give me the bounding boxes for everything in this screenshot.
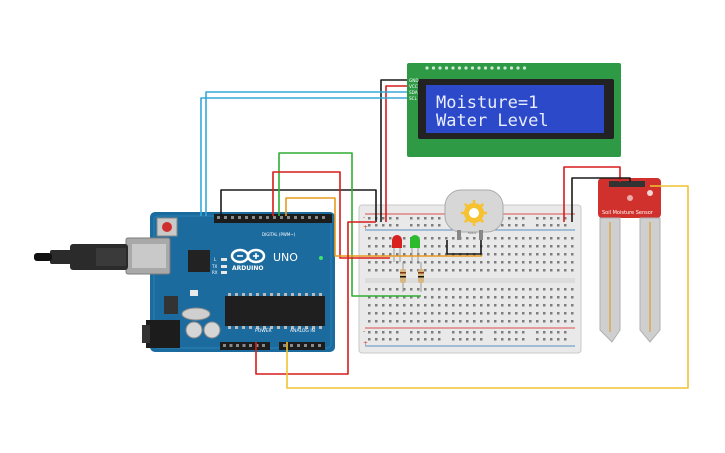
sensor-label: Soil Moisture Sensor [602, 210, 654, 216]
lcd-pin-vcc: VCC [409, 84, 418, 89]
lcd-screen [426, 85, 604, 133]
svg-text:+: + [363, 224, 368, 231]
analog-label: ANALOG IN [290, 328, 315, 334]
wire-pin-motor [285, 197, 482, 257]
lcd-line-1: Moisture=1 [436, 93, 538, 113]
lcd-display: Moisture=1 Water Level GND VCC SDA SCL [407, 63, 621, 157]
atmega-chip [225, 296, 325, 326]
wire-lcd-sda [205, 91, 407, 216]
lcd-pin-scl: SCL [409, 96, 418, 101]
svg-text:-: - [363, 328, 365, 335]
soil-moisture-sensor: Soil Moisture Sensor [598, 178, 661, 343]
wire-pin-red-led [272, 171, 390, 259]
wires [200, 79, 689, 389]
resistor-1 [400, 262, 406, 292]
arduino-label: ARDUINO [232, 265, 263, 272]
power-label: POWER [255, 328, 272, 334]
lcd-pin-sda: SDA [409, 90, 418, 95]
arduino-logo [230, 248, 266, 264]
wire-lcd-vcc [385, 85, 407, 222]
led-l-label: L [214, 257, 217, 262]
dc-motor: Motor [444, 189, 504, 240]
red-led [392, 235, 402, 262]
wire-lcd-scl [200, 97, 407, 216]
digital-label: DIGITAL (PWM~) [262, 232, 296, 237]
wire-sensor-vcc [563, 166, 621, 222]
svg-text:+: + [363, 340, 368, 347]
wire-sensor-signal [286, 185, 689, 389]
uno-label: UNO [273, 251, 298, 264]
arduino-uno-board: ARDUINO UNO DIGITAL (PWM~) POWER ANALOG … [125, 212, 335, 352]
tx-label: TX [211, 264, 217, 269]
wire-5v [255, 221, 376, 375]
usb-cable [34, 244, 128, 270]
rx-label: RX [212, 270, 218, 275]
wire-sensor-gnd [571, 177, 631, 222]
wire-lcd-gnd [380, 79, 407, 222]
wire-pin-green-led [278, 152, 421, 297]
breadboard-holes [368, 217, 574, 341]
lcd-pin-gnd: GND [409, 78, 419, 83]
resistor-2 [418, 262, 424, 292]
lcd-line-2: Water Level [436, 111, 549, 131]
wire-motor-gnd [446, 240, 482, 255]
wire-arduino-gnd [220, 189, 377, 222]
svg-text:-: - [363, 214, 365, 221]
power-jack [146, 320, 180, 348]
green-led [410, 235, 420, 262]
motor-label: Motor [468, 231, 477, 235]
analog-header [279, 342, 325, 350]
